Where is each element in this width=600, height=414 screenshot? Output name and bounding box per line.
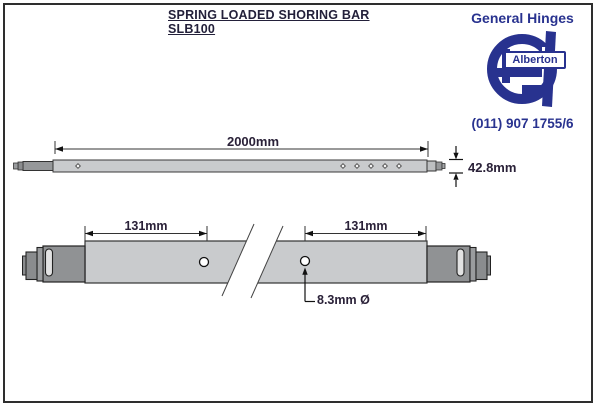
arrow-up-icon	[453, 173, 459, 180]
break-gap	[222, 224, 283, 298]
dim-label-bar-height: 42.8mm	[468, 160, 516, 175]
dim-label-left-offset: 131mm	[124, 219, 167, 233]
bar-right-tip	[441, 163, 446, 169]
dim-label-hole-diameter: 8.3mm Ø	[317, 293, 370, 307]
right-knob-step	[486, 255, 491, 276]
hole-diamond	[339, 162, 347, 170]
pin-hole-right	[299, 255, 311, 267]
break-line-left	[221, 223, 255, 297]
model-number: SLB100	[168, 22, 216, 36]
height-dimension: 42.8mm	[449, 146, 516, 187]
hole-diamond	[367, 162, 375, 170]
adjustment-holes	[74, 162, 403, 170]
hole-diameter-leader: 8.3mm Ø	[302, 267, 370, 307]
enlarged-end-view: 131mm 131mm 8.3mm Ø	[22, 219, 491, 307]
logo-badge-label: Alberton	[512, 54, 558, 66]
hole-diamond	[381, 162, 389, 170]
right-slot	[456, 248, 465, 277]
bar-right-cap	[426, 160, 437, 172]
left-knob-step	[22, 255, 27, 276]
left-slot	[44, 248, 54, 277]
left-knob	[25, 251, 38, 281]
right-ring	[469, 246, 477, 282]
drawing-title: SPRING LOADED SHORING BAR	[168, 8, 370, 22]
dim-label-overall-length: 2000mm	[227, 134, 279, 149]
bar-left-knob	[13, 162, 19, 170]
arrow-right-icon	[418, 230, 426, 237]
arrow-up-icon	[302, 267, 308, 275]
hole-diamond	[353, 162, 361, 170]
arrow-right-icon	[199, 230, 207, 237]
company-phone: (011) 907 1755/6	[471, 116, 574, 131]
arrow-right-icon	[420, 146, 428, 152]
hole-diamond	[395, 162, 403, 170]
dim-label-right-offset: 131mm	[344, 219, 387, 233]
logo-badge: Alberton	[504, 51, 566, 69]
left-ring	[36, 246, 44, 282]
logo-g-bar	[522, 85, 550, 94]
bar-right-knob	[435, 161, 443, 171]
right-knob	[475, 251, 488, 281]
title-block: SPRING LOADED SHORING BAR SLB100	[168, 8, 370, 36]
logo-h-crossbar	[496, 68, 542, 77]
left-offset-dimension: 131mm	[84, 219, 208, 241]
top-view-full-bar: 2000mm	[13, 134, 516, 187]
company-logo-block: General Hinges Alberton (011) 907 1755/6	[450, 6, 595, 138]
company-name: General Hinges	[471, 10, 574, 26]
arrow-left-icon	[55, 146, 63, 152]
bar-left-ring	[17, 161, 24, 171]
bar-left-sleeve	[22, 161, 54, 171]
arrow-down-icon	[453, 152, 459, 160]
arrow-left-icon	[305, 230, 313, 237]
arrow-left-icon	[85, 230, 93, 237]
break-line-right	[250, 225, 284, 299]
hole-diamond	[74, 162, 82, 170]
right-offset-dimension: 131mm	[304, 219, 427, 241]
pin-hole-left	[198, 256, 210, 268]
